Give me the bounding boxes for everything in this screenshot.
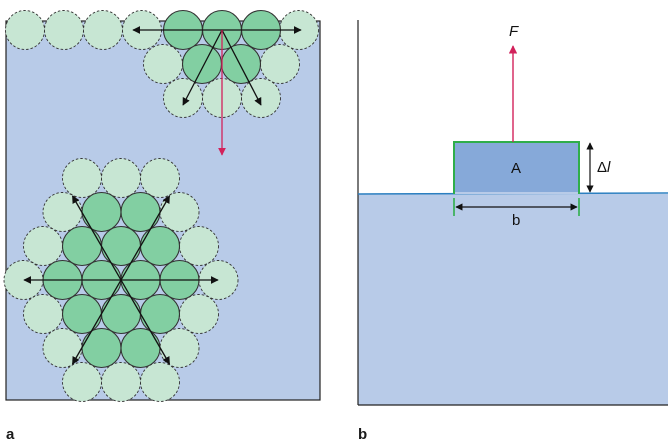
molecule bbox=[179, 294, 219, 334]
molecule bbox=[23, 226, 63, 266]
molecule bbox=[159, 328, 200, 368]
panel-label-b: b bbox=[358, 426, 368, 443]
molecule bbox=[140, 158, 180, 198]
molecule-neighbor bbox=[81, 191, 122, 233]
molecule-neighbor bbox=[61, 225, 103, 267]
panel-a bbox=[3, 9, 321, 402]
molecule bbox=[5, 10, 45, 50]
molecule-neighbor bbox=[81, 327, 122, 369]
force-arrows-a bbox=[23, 26, 302, 365]
molecule bbox=[140, 362, 180, 402]
molecule-neighbor bbox=[100, 293, 142, 335]
molecule-neighbor bbox=[139, 293, 181, 335]
molecule-neighbor bbox=[181, 43, 223, 85]
molecule bbox=[42, 192, 83, 232]
molecule-neighbor bbox=[120, 191, 161, 233]
molecule bbox=[260, 44, 300, 84]
molecule bbox=[163, 78, 203, 118]
delta-variable: l bbox=[607, 159, 611, 176]
film-surface-lower bbox=[454, 192, 579, 194]
molecule bbox=[101, 362, 141, 402]
molecule bbox=[83, 10, 123, 50]
molecule bbox=[241, 78, 281, 118]
molecule bbox=[62, 362, 102, 402]
molecule-neighbor bbox=[139, 225, 181, 267]
panel-b: F A b Δl bbox=[357, 20, 668, 406]
liquid-bath-b bbox=[358, 194, 668, 405]
area-label: A bbox=[511, 160, 521, 177]
molecule bbox=[62, 158, 102, 198]
force-label: F bbox=[509, 23, 519, 40]
molecule bbox=[44, 10, 84, 50]
molecule-neighbor bbox=[61, 293, 103, 335]
molecule bbox=[159, 192, 200, 232]
molecule-neighbor bbox=[100, 225, 142, 267]
delta-l-label: Δl bbox=[597, 159, 611, 176]
attraction-arrow bbox=[221, 29, 262, 106]
wire-frame bbox=[453, 141, 580, 194]
panel-label-a: a bbox=[6, 426, 15, 443]
molecule bbox=[179, 226, 219, 266]
width-label: b bbox=[512, 212, 520, 229]
molecule-neighbor bbox=[220, 43, 262, 85]
delta-symbol: Δ bbox=[597, 159, 607, 176]
molecule bbox=[101, 158, 141, 198]
liquid-film-a bbox=[454, 142, 579, 193]
attraction-arrow bbox=[71, 195, 171, 365]
attraction-arrow bbox=[182, 29, 223, 106]
molecule-neighbor bbox=[120, 327, 161, 369]
molecule bbox=[143, 44, 183, 84]
molecule bbox=[42, 328, 83, 368]
molecule bbox=[23, 294, 63, 334]
